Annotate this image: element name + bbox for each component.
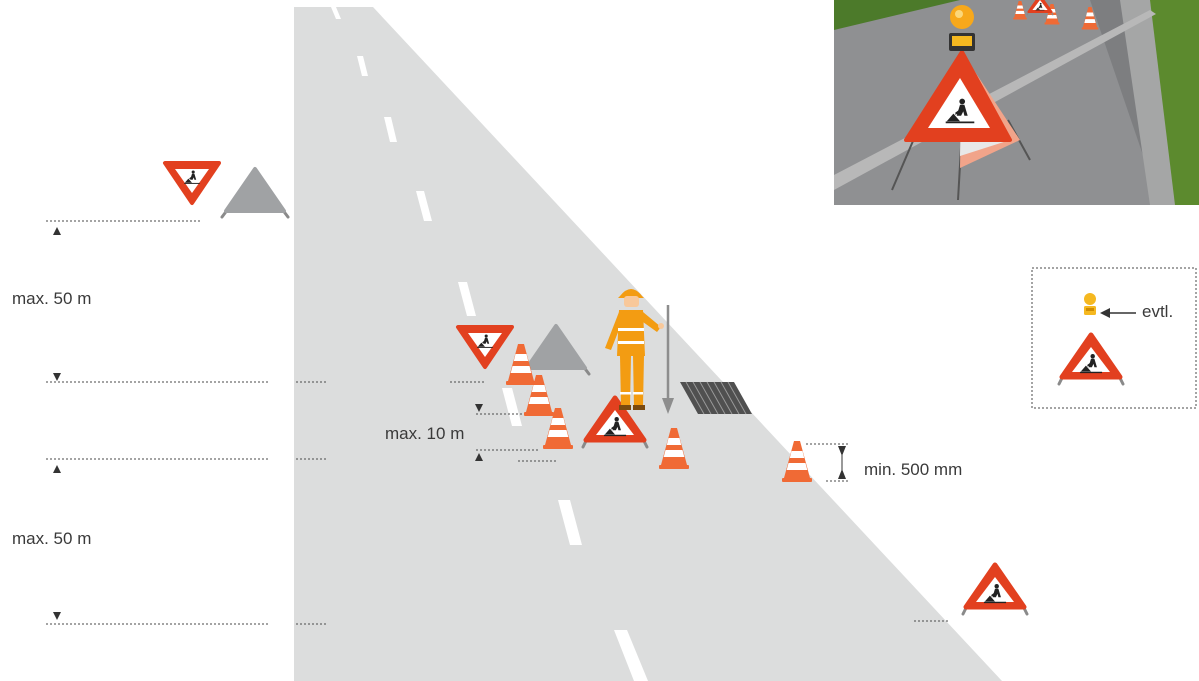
- legend-box: [1032, 268, 1196, 408]
- distance-label-lower: max. 50 m: [12, 529, 91, 549]
- sign-back-icon: [222, 169, 288, 217]
- roadwork-triangle-sign-icon: [1059, 335, 1123, 384]
- yield-roadwork-sign-icon: [165, 163, 219, 203]
- optional-lamp-label: evtl.: [1142, 302, 1173, 322]
- distance-label-upper: max. 50 m: [12, 289, 91, 309]
- warning-lamp-icon: [1084, 293, 1096, 315]
- cone-height-label: min. 500 mm: [864, 460, 962, 480]
- cone-spacing-label: max. 10 m: [385, 424, 464, 444]
- roadwork-triangle-sign-icon: [963, 565, 1027, 614]
- arrow-left-icon: [1100, 308, 1136, 318]
- photo-inset: [834, 0, 1199, 205]
